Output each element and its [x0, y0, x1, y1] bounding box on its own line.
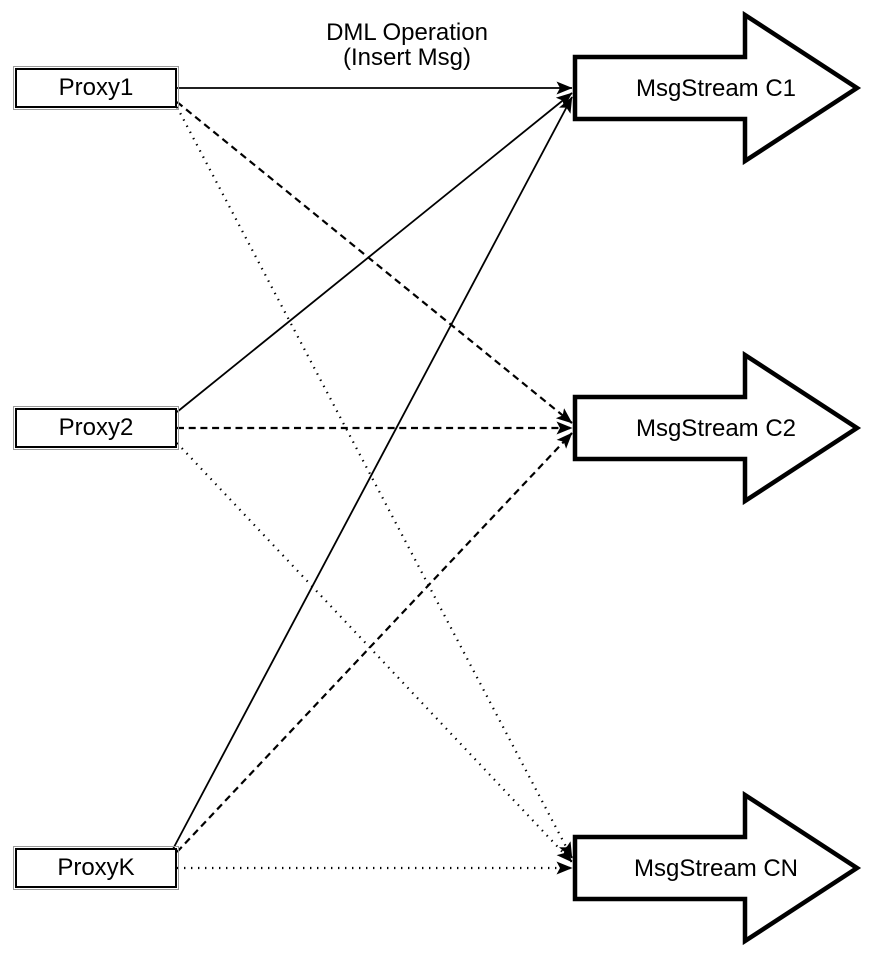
- edge-proxyk-c1-solid: [172, 96, 573, 850]
- msgstream-c2-node: MsgStream C2: [572, 350, 862, 506]
- proxyk-label: ProxyK: [57, 854, 135, 881]
- msgstream-c2-label: MsgStream C2: [636, 415, 796, 442]
- proxyk-node: ProxyK: [13, 846, 179, 890]
- msgstream-cn-arrow-shape: [572, 790, 862, 946]
- proxy2-label: Proxy2: [58, 414, 134, 441]
- edge-proxy1-cn-dotted: [176, 106, 573, 859]
- edge-label-dml-operation: DML Operation (Insert Msg): [267, 20, 547, 70]
- proxy1-node: Proxy1: [13, 66, 179, 110]
- edge-proxy1-c2-dashed: [176, 101, 573, 424]
- proxy2-node: Proxy2: [13, 406, 179, 450]
- edge-proxyk-c2-dashed: [176, 432, 573, 853]
- edges-group: [172, 81, 573, 875]
- msgstream-cn-label: MsgStream CN: [634, 855, 798, 882]
- msgstream-c2-arrow-shape: [572, 350, 862, 506]
- msgstream-cn-node: MsgStream CN: [572, 790, 862, 946]
- proxy1-label: Proxy1: [58, 74, 134, 101]
- msgstream-c1-node: MsgStream C1: [572, 10, 862, 166]
- edge-label-line1: DML Operation: [326, 19, 488, 46]
- edge-proxy2-c1-solid: [176, 92, 573, 413]
- edge-proxy2-cn-dotted: [176, 442, 573, 863]
- edge-label-line2: (Insert Msg): [342, 44, 471, 71]
- msgstream-c1-arrow-shape: [572, 10, 862, 166]
- msgstream-c1-label: MsgStream C1: [636, 75, 796, 102]
